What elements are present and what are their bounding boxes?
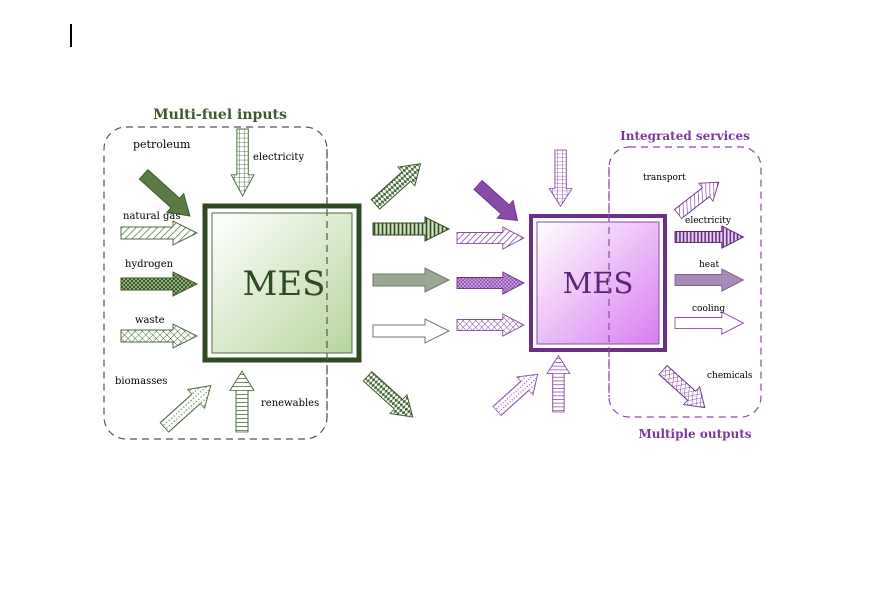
input-label-renewables: renewables xyxy=(261,398,319,409)
natural-gas-arrow-icon xyxy=(120,220,198,246)
left-out-striped-arrow-icon xyxy=(372,216,450,242)
left-out-solid-arrow-icon xyxy=(372,267,450,293)
mes-core-left-inner xyxy=(211,212,353,354)
outputs-title-backdrop xyxy=(620,127,750,146)
output-label-cooling: cooling xyxy=(692,304,725,314)
output-label-transport: transport xyxy=(643,173,686,183)
heat-arrow-icon xyxy=(674,268,744,292)
left-out-diagonal-down-arrow-icon xyxy=(358,366,422,427)
input-label-biomasses: biomasses xyxy=(115,376,167,387)
mes-label-left: MES xyxy=(243,264,326,304)
outputs-group-title: Integrated services xyxy=(620,129,750,143)
input-label-natural-gas: natural gas xyxy=(123,211,180,222)
hydrogen-arrow-icon xyxy=(120,271,198,297)
right-in-grid-arrow-icon xyxy=(548,149,573,207)
electricity-input-arrow-icon xyxy=(230,128,255,197)
right-in-checker-arrow-icon xyxy=(456,271,525,295)
mes-label-right: MES xyxy=(563,266,634,300)
right-in-dotted-arrow-icon xyxy=(488,364,547,421)
output-label-electricity: electricity xyxy=(685,216,732,226)
waste-arrow-icon xyxy=(120,323,198,349)
input-label-waste: waste xyxy=(135,315,165,326)
right-in-striped-arrow-icon xyxy=(546,355,571,413)
cooling-arrow-icon xyxy=(674,311,744,335)
renewables-arrow-icon xyxy=(229,370,255,433)
text-cursor xyxy=(70,24,72,47)
input-label-petroleum: petroleum xyxy=(133,138,191,151)
input-label-hydrogen: hydrogen xyxy=(125,259,174,270)
right-in-hatched-arrow-icon xyxy=(456,226,525,250)
electricity-output-arrow-icon xyxy=(674,225,744,249)
left-out-diagonal-up-arrow-icon xyxy=(366,153,430,215)
inputs-group-title: Multi-fuel inputs xyxy=(153,107,287,123)
right-in-crosshatch-arrow-icon xyxy=(456,313,525,337)
input-label-electricity: electricity xyxy=(253,152,304,163)
inputs-title-backdrop xyxy=(150,104,292,126)
chemicals-arrow-icon xyxy=(654,360,714,417)
output-label-chemicals: chemicals xyxy=(707,371,753,381)
right-in-diagonal-arrow-icon xyxy=(469,175,526,230)
left-out-outline-arrow-icon xyxy=(372,318,450,344)
output-label-heat: heat xyxy=(699,260,719,270)
inputs-group-frame xyxy=(103,126,328,440)
outputs-group-bottom-title: Multiple outputs xyxy=(638,427,751,441)
mes-core-right-inner xyxy=(536,221,660,345)
